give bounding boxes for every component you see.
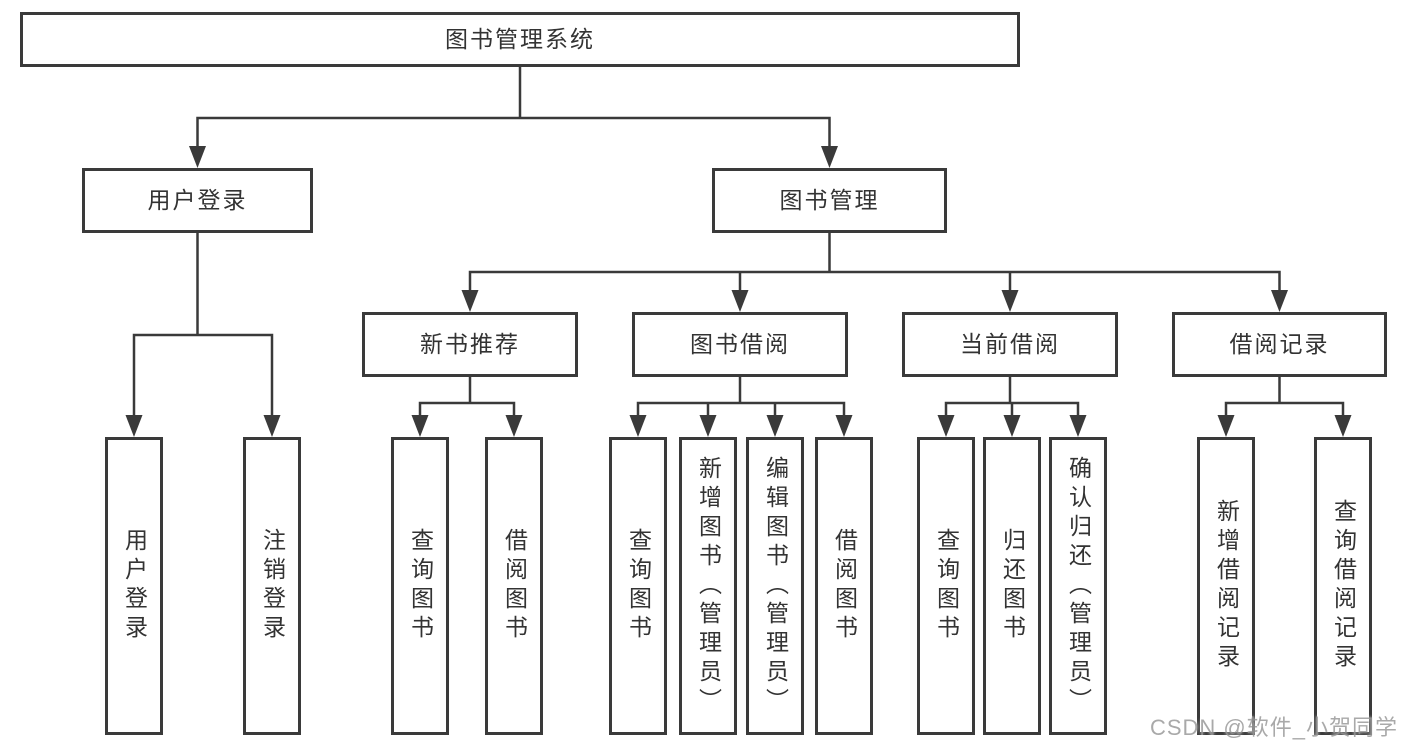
node-leaf-add-book-admin: 新增图书（管理员）: [679, 437, 737, 735]
connector-root-branch: [196, 65, 831, 152]
node-user-login: 用户登录: [82, 168, 313, 233]
node-leaf-edit-book-admin: 编辑图书（管理员）: [746, 437, 804, 735]
node-leaf-add-borrow-record: 新增借阅记录: [1197, 437, 1255, 735]
node-leaf-query-books-recommend: 查询图书: [391, 437, 449, 735]
node-system-root-label: 图书管理系统: [445, 26, 595, 52]
node-leaf-label: 查询借阅记录: [1330, 499, 1357, 673]
arrowhead: [189, 146, 206, 168]
node-leaf-label: 新增图书（管理员）: [695, 455, 722, 717]
node-current-borrowing-label: 当前借阅: [960, 331, 1060, 357]
arrowhead: [263, 415, 281, 437]
node-leaf-label: 借阅图书: [501, 528, 528, 644]
node-leaf-label: 用户登录: [121, 528, 148, 644]
arrowhead: [699, 415, 717, 437]
node-leaf-return-book: 归还图书: [983, 437, 1041, 735]
node-borrow-records: 借阅记录: [1172, 312, 1387, 377]
arrowhead: [629, 415, 647, 437]
node-leaf-query-books-current: 查询图书: [917, 437, 975, 735]
arrowhead: [731, 290, 749, 312]
node-borrow-records-label: 借阅记录: [1229, 331, 1330, 357]
node-leaf-label: 查询图书: [407, 528, 434, 644]
node-book-borrowing-label: 图书借阅: [690, 331, 790, 357]
node-book-management: 图书管理: [712, 168, 947, 233]
connector-user-login-branch: [132, 231, 274, 421]
node-current-borrowing: 当前借阅: [902, 312, 1118, 377]
node-leaf-label: 编辑图书（管理员）: [762, 455, 789, 717]
node-leaf-label: 注销登录: [259, 528, 286, 644]
arrowhead: [821, 146, 838, 168]
node-new-book-recommend-label: 新书推荐: [420, 331, 520, 357]
arrowhead: [1271, 290, 1288, 312]
arrowhead: [1217, 415, 1235, 437]
arrowhead: [1334, 415, 1352, 437]
node-leaf-label: 归还图书: [999, 528, 1026, 644]
arrowhead: [505, 415, 523, 437]
node-leaf-logout: 注销登录: [243, 437, 301, 735]
arrowhead: [461, 290, 479, 312]
node-leaf-label: 查询图书: [933, 528, 960, 644]
connector-new-book-recommend-branch: [418, 375, 516, 421]
csdn-watermark: CSDN @软件_小贺同学: [1149, 715, 1398, 740]
connector-branches: [132, 65, 1345, 421]
node-new-book-recommend: 新书推荐: [362, 312, 578, 377]
node-leaf-confirm-return-admin: 确认归还（管理员）: [1049, 437, 1107, 735]
node-leaf-label: 新增借阅记录: [1213, 499, 1240, 673]
arrowhead: [1069, 415, 1087, 437]
connector-borrow-records-branch: [1224, 375, 1345, 421]
node-leaf-label: 借阅图书: [831, 528, 858, 644]
arrowhead: [937, 415, 955, 437]
arrowhead: [125, 415, 143, 437]
node-system-root: 图书管理系统: [20, 12, 1020, 67]
connector-current-borrowing-branch: [944, 375, 1080, 421]
arrowhead: [1003, 415, 1021, 437]
arrowheads: [125, 146, 1352, 437]
node-leaf-user-login-action: 用户登录: [105, 437, 163, 735]
node-leaf-query-books-borrowing: 查询图书: [609, 437, 667, 735]
node-leaf-borrow-books-recommend: 借阅图书: [485, 437, 543, 735]
arrowhead: [411, 415, 429, 437]
node-leaf-label: 查询图书: [625, 528, 652, 644]
arrowhead: [835, 415, 853, 437]
connector-book-management-branch: [468, 231, 1281, 296]
arrowhead: [766, 415, 784, 437]
node-user-login-label: 用户登录: [147, 187, 248, 213]
node-book-borrowing: 图书借阅: [632, 312, 848, 377]
node-leaf-borrow-books: 借阅图书: [815, 437, 873, 735]
arrowhead: [1001, 290, 1019, 312]
node-leaf-query-borrow-record: 查询借阅记录: [1314, 437, 1372, 735]
node-leaf-label: 确认归还（管理员）: [1065, 455, 1092, 717]
node-book-management-label: 图书管理: [779, 187, 880, 213]
connector-book-borrowing-branch: [636, 375, 846, 421]
